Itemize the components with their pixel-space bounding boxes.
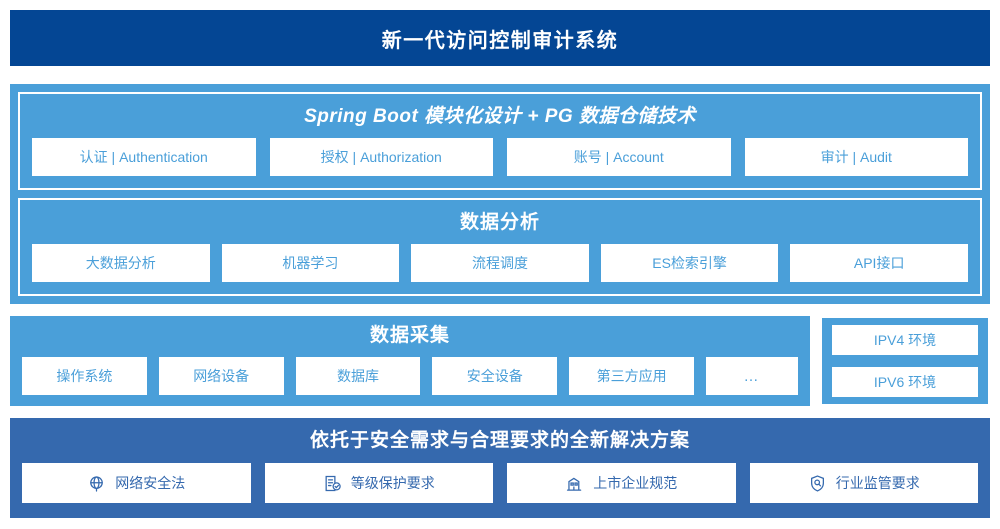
data-analysis-group-title: 数据分析: [459, 212, 540, 233]
compliance-item-industry-regulation[interactable]: 行业监管要求: [749, 463, 978, 503]
shield-search-icon: [808, 474, 827, 493]
platform-panel: Spring Boot 模块化设计 + PG 数据仓储技术 认证 | Authe…: [10, 84, 990, 304]
chip-label: 大数据分析: [85, 255, 156, 271]
springboot-item-audit[interactable]: 审计 | Audit: [744, 138, 968, 176]
collection-item-third-party-app[interactable]: 第三方应用: [569, 357, 694, 395]
chip-label: 行业监管要求: [835, 475, 920, 491]
springboot-item-row: 认证 | Authentication 授权 | Authorization 账…: [32, 138, 968, 176]
springboot-item-authentication[interactable]: 认证 | Authentication: [32, 138, 256, 176]
chip-label: 账号 | Account: [573, 149, 664, 165]
analysis-item-api[interactable]: API接口: [790, 244, 968, 282]
chip-label: 操作系统: [56, 368, 113, 384]
data-analysis-group: 数据分析 大数据分析 机器学习 流程调度 ES检索引擎 API接口: [18, 198, 982, 296]
compliance-item-cybersecurity-law[interactable]: 网络安全法: [22, 463, 251, 503]
analysis-item-es-search-engine[interactable]: ES检索引擎: [600, 244, 779, 282]
chip-label: 第三方应用: [596, 368, 667, 384]
chip-label: 数据库: [336, 368, 379, 384]
chip-label: 授权 | Authorization: [320, 149, 442, 165]
analysis-item-machine-learning[interactable]: 机器学习: [221, 244, 400, 282]
collection-item-operating-system[interactable]: 操作系统: [22, 357, 147, 395]
springboot-item-account[interactable]: 账号 | Account: [507, 138, 731, 176]
chip-label: 网络设备: [193, 368, 250, 384]
chip-label: 安全设备: [466, 368, 523, 384]
collection-item-database[interactable]: 数据库: [295, 357, 421, 395]
data-collection-panel: 数据采集 操作系统 网络设备 数据库 安全设备 第三方应用 …: [10, 316, 810, 406]
compliance-panel: 依托于安全需求与合理要求的全新解决方案 网络安全法: [10, 418, 990, 518]
chip-label: 认证 | Authentication: [79, 149, 208, 165]
compliance-title: 依托于安全需求与合理要求的全新解决方案: [309, 430, 690, 451]
ip-environment-panel: IPV4 环境 IPV6 环境: [820, 316, 990, 406]
data-analysis-item-row: 大数据分析 机器学习 流程调度 ES检索引擎 API接口: [32, 244, 968, 282]
chip-label: 网络安全法: [115, 475, 186, 491]
building-icon: [565, 474, 584, 493]
collection-item-more[interactable]: …: [705, 357, 798, 395]
data-collection-item-row: 操作系统 网络设备 数据库 安全设备 第三方应用 …: [22, 357, 798, 395]
page-title-bar: 新一代访问控制审计系统: [10, 10, 990, 66]
document-check-icon: [323, 474, 342, 493]
analysis-item-big-data[interactable]: 大数据分析: [32, 244, 210, 282]
chip-label: 机器学习: [282, 255, 339, 271]
compliance-item-listed-company-standard[interactable]: 上市企业规范: [507, 463, 736, 503]
chip-label: 审计 | Audit: [820, 149, 892, 165]
chip-label: ES检索引擎: [652, 255, 727, 271]
chip-label: 流程调度: [471, 255, 528, 271]
springboot-group-title: Spring Boot 模块化设计 + PG 数据仓储技术: [304, 106, 696, 127]
globe-icon: [87, 474, 106, 493]
chip-label: 上市企业规范: [593, 475, 678, 491]
ip-environment-item-ipv6[interactable]: IPV6 环境: [832, 367, 978, 397]
compliance-item-row: 网络安全法 等级保护要求: [22, 463, 978, 503]
compliance-item-graded-protection[interactable]: 等级保护要求: [264, 463, 493, 503]
chip-label: 等级保护要求: [350, 475, 435, 491]
analysis-item-process-scheduling[interactable]: 流程调度: [411, 244, 589, 282]
ip-environment-item-ipv4[interactable]: IPV4 环境: [832, 325, 978, 355]
chip-label: API接口: [853, 255, 905, 271]
page-title: 新一代访问控制审计系统: [381, 29, 619, 52]
collection-item-network-device[interactable]: 网络设备: [158, 357, 284, 395]
chip-label: IPV6 环境: [873, 374, 937, 390]
springboot-group: Spring Boot 模块化设计 + PG 数据仓储技术 认证 | Authe…: [18, 92, 982, 190]
chip-label: IPV4 环境: [873, 332, 937, 348]
chip-label: …: [743, 367, 761, 385]
data-collection-title: 数据采集: [369, 325, 450, 346]
springboot-item-authorization[interactable]: 授权 | Authorization: [269, 138, 493, 176]
collection-item-security-device[interactable]: 安全设备: [432, 357, 558, 395]
